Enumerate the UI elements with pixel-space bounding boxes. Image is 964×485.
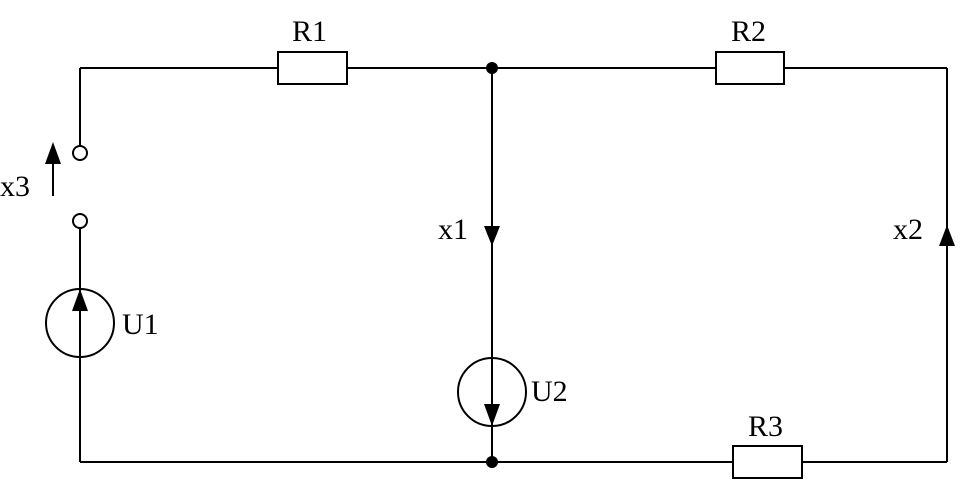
source-u1 — [45, 288, 115, 358]
label-r2: R2 — [731, 15, 766, 48]
current-arrow-x3 — [45, 142, 61, 196]
source-u2-arrow-icon — [484, 404, 500, 426]
switch-terminal-top — [72, 145, 88, 161]
junction-bottom — [486, 456, 498, 468]
resistor-r3 — [732, 445, 803, 479]
label-r3: R3 — [748, 410, 783, 443]
current-arrow-x2-icon — [939, 225, 955, 246]
current-arrow-x1-icon — [484, 226, 500, 246]
source-u2 — [457, 357, 527, 427]
source-u1-arrow-icon — [72, 289, 88, 311]
label-x1: x1 — [438, 213, 468, 246]
label-x2: x2 — [893, 213, 923, 246]
label-u1: U1 — [122, 308, 159, 341]
junction-top — [486, 62, 498, 74]
label-r1: R1 — [292, 15, 327, 48]
label-u2: U2 — [531, 375, 568, 408]
switch-terminals — [72, 145, 88, 229]
label-x3: x3 — [0, 170, 30, 203]
resistor-r2 — [715, 51, 785, 85]
arrow-up-icon — [45, 142, 61, 164]
resistor-r1 — [277, 51, 348, 85]
switch-terminal-bottom — [72, 213, 88, 229]
